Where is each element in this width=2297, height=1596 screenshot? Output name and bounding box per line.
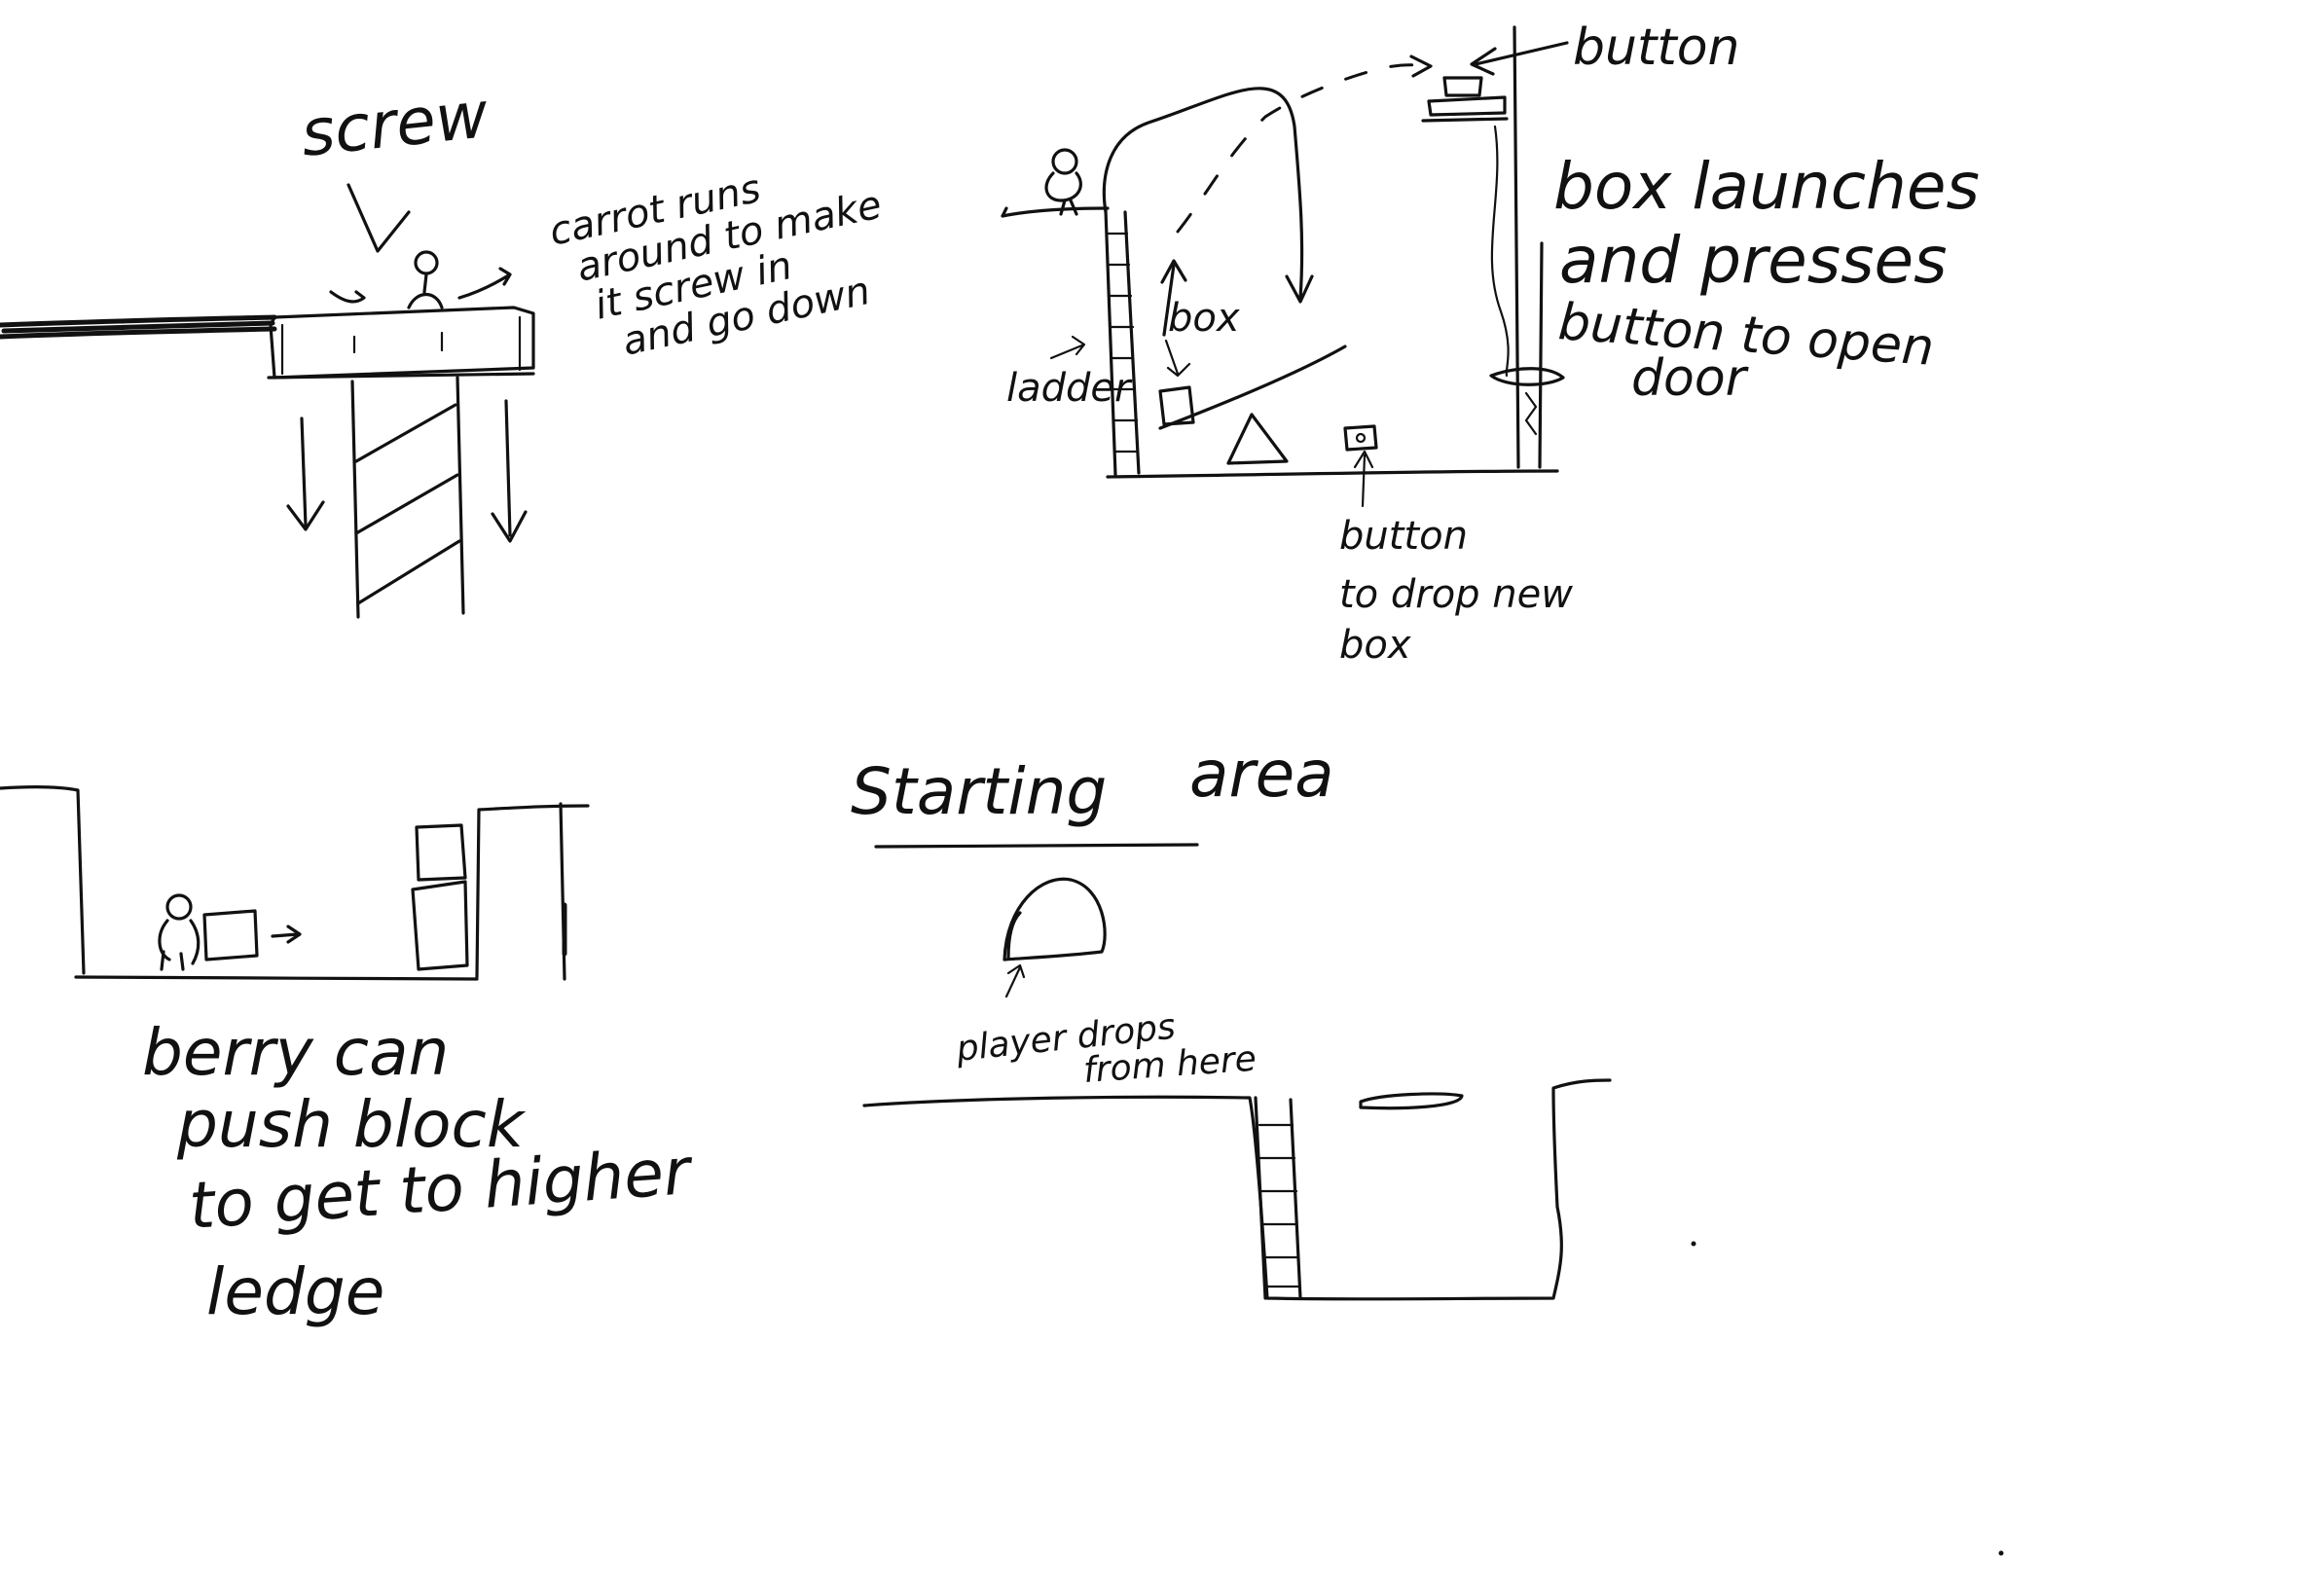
- stacked-block-bottom: [413, 882, 467, 969]
- box-launch-sketch: ladder box button to drop new box button: [1003, 18, 1980, 668]
- top-button-cap: [1444, 78, 1481, 95]
- top-button-pointer: [1472, 43, 1567, 74]
- down-arrow-right: [492, 401, 526, 541]
- tower-rope: [1492, 127, 1509, 376]
- carrot-run-arrow: [459, 269, 510, 298]
- push-arrow: [273, 926, 300, 942]
- dashed-trajectory: [1178, 65, 1427, 232]
- screw-platform-marks: [282, 317, 520, 374]
- launch-note-line-1: box launches: [1553, 149, 1980, 224]
- box-trajectory: [1104, 89, 1312, 302]
- screw-pointer-arrow: [348, 185, 409, 251]
- screw-platform-base: [269, 374, 533, 378]
- seesaw-fulcrum: [1228, 415, 1287, 463]
- starting-title-right: area: [1189, 737, 1334, 812]
- screw-threads: [356, 405, 459, 603]
- push-block-sketch: berry can push block to get to higher le…: [0, 787, 696, 1329]
- screw-sketch: screw carrot runs around to make it scre…: [0, 77, 902, 617]
- floating-platform: [1361, 1094, 1462, 1108]
- pit-ladder-rails: [1256, 1098, 1300, 1298]
- title-underline: [876, 845, 1197, 847]
- dashed-arrowhead: [1411, 56, 1431, 76]
- push-note-line-1: berry can: [142, 1015, 449, 1090]
- berry-character-body: [160, 921, 199, 969]
- spawn-dome: [1004, 879, 1105, 960]
- screw-title: screw: [298, 77, 492, 171]
- ground-line: [1108, 471, 1557, 477]
- door-zigzag: [1526, 393, 1536, 434]
- push-block: [204, 911, 257, 960]
- screw-platform: [271, 308, 533, 378]
- carrot-character-head: [416, 252, 437, 273]
- screw-pole: [0, 317, 274, 337]
- left-wall: [0, 787, 84, 973]
- launch-note-line-2: and presses: [1559, 223, 1948, 298]
- top-button-shelf: [1423, 119, 1507, 121]
- upper-ledge: [1003, 208, 1108, 216]
- box-label: box: [1168, 296, 1240, 341]
- carrot-character-body: [409, 274, 442, 308]
- drop-label-line-3: box: [1339, 623, 1411, 668]
- top-button-label: button: [1573, 18, 1740, 77]
- spin-arrow: [331, 292, 364, 302]
- stray-dot: [1692, 1242, 1696, 1247]
- box-pointer-arrow: [1166, 341, 1189, 376]
- down-arrow-left: [288, 418, 323, 529]
- drop-button-dot: [1357, 434, 1365, 442]
- starting-area-sketch: Starting area player drops from here: [851, 737, 1610, 1299]
- player-character-head: [1053, 150, 1076, 173]
- ladder-rails: [1106, 210, 1139, 475]
- ladder-pointer-arrow: [1051, 337, 1084, 358]
- drop-label-line-2: to drop new: [1339, 572, 1573, 617]
- stray-dot: [1999, 1551, 2004, 1556]
- berry-character-head: [167, 895, 191, 919]
- tower-walls: [1514, 27, 1542, 467]
- drop-label-line-1: button: [1339, 514, 1468, 559]
- ladder-label: ladder: [1006, 366, 1133, 411]
- push-note-line-4: ledge: [206, 1254, 384, 1329]
- screw-shaft: [352, 378, 463, 617]
- pit-outline: [864, 1080, 1610, 1299]
- launch-note-line-4: door: [1631, 349, 1750, 408]
- stacked-block-top: [417, 825, 465, 880]
- floor-line: [76, 977, 477, 979]
- drop-button-pointer: [1355, 452, 1372, 506]
- starting-title-left: Starting: [851, 754, 1107, 829]
- top-button-base: [1429, 97, 1505, 115]
- spawn-pointer: [1006, 965, 1024, 997]
- higher-ledge: [477, 804, 588, 979]
- drop-button: [1345, 426, 1376, 450]
- door-ring: [1491, 369, 1563, 385]
